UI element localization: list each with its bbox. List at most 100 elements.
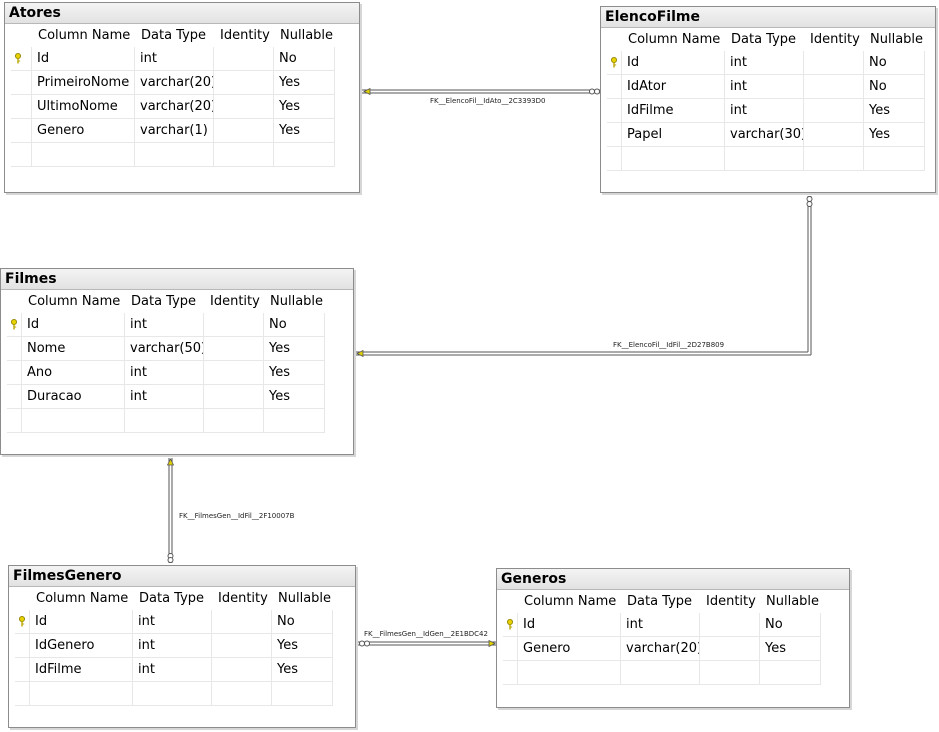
cell-nullable[interactable]: No xyxy=(274,47,335,71)
cell-data-type[interactable] xyxy=(133,682,212,706)
row-selector[interactable] xyxy=(15,682,30,706)
cell-column-name[interactable]: IdGenero xyxy=(30,634,133,658)
cell-nullable[interactable]: Yes xyxy=(264,337,325,361)
rel-filmes-filmesgenero[interactable] xyxy=(166,458,175,563)
row-selector[interactable] xyxy=(7,313,22,337)
cell-identity[interactable] xyxy=(214,143,274,167)
cell-nullable[interactable] xyxy=(864,147,925,171)
cell-identity[interactable] xyxy=(212,682,272,706)
row-selector[interactable] xyxy=(7,361,22,385)
cell-nullable[interactable]: No xyxy=(864,75,925,99)
cell-column-name[interactable]: Id xyxy=(622,51,725,75)
row-selector[interactable] xyxy=(503,613,518,637)
cell-column-name[interactable]: Papel xyxy=(622,123,725,147)
cell-identity[interactable] xyxy=(212,634,272,658)
cell-data-type[interactable]: int xyxy=(125,313,204,337)
cell-nullable[interactable] xyxy=(760,661,821,685)
row-selector[interactable] xyxy=(503,661,518,685)
cell-column-name[interactable]: PrimeiroNome xyxy=(32,71,135,95)
table-title[interactable]: Filmes xyxy=(1,269,353,290)
row-selector[interactable] xyxy=(607,75,622,99)
cell-data-type[interactable]: int xyxy=(725,75,804,99)
table-title[interactable]: Atores xyxy=(5,3,359,24)
cell-column-name[interactable]: Duracao xyxy=(22,385,125,409)
cell-column-name[interactable]: Id xyxy=(30,610,133,634)
cell-data-type[interactable]: int xyxy=(621,613,700,637)
table-title[interactable]: ElencoFilme xyxy=(601,7,935,28)
cell-identity[interactable] xyxy=(212,610,272,634)
cell-identity[interactable] xyxy=(214,95,274,119)
row-selector[interactable] xyxy=(7,337,22,361)
cell-column-name[interactable] xyxy=(30,682,133,706)
cell-data-type[interactable]: int xyxy=(133,634,212,658)
cell-nullable[interactable]: Yes xyxy=(272,658,333,682)
cell-column-name[interactable]: IdFilme xyxy=(622,99,725,123)
row-selector[interactable] xyxy=(11,143,32,167)
cell-identity[interactable] xyxy=(804,99,864,123)
cell-data-type[interactable]: int xyxy=(125,385,204,409)
cell-identity[interactable] xyxy=(204,313,264,337)
rel-elenco-filmes[interactable] xyxy=(356,196,813,358)
cell-data-type[interactable]: int xyxy=(725,99,804,123)
cell-identity[interactable] xyxy=(214,71,274,95)
cell-column-name[interactable]: Id xyxy=(32,47,135,71)
cell-data-type[interactable] xyxy=(125,409,204,433)
cell-data-type[interactable]: varchar(20) xyxy=(621,637,700,661)
cell-identity[interactable] xyxy=(804,147,864,171)
cell-column-name[interactable]: Id xyxy=(518,613,621,637)
cell-nullable[interactable]: Yes xyxy=(264,361,325,385)
cell-data-type[interactable]: varchar(30) xyxy=(725,123,804,147)
cell-identity[interactable] xyxy=(214,47,274,71)
cell-data-type[interactable]: int xyxy=(133,658,212,682)
cell-identity[interactable] xyxy=(204,337,264,361)
table-title[interactable]: FilmesGenero xyxy=(9,566,355,587)
table-row[interactable] xyxy=(11,143,335,167)
row-selector[interactable] xyxy=(607,123,622,147)
cell-column-name[interactable]: Id xyxy=(22,313,125,337)
cell-identity[interactable] xyxy=(700,613,760,637)
row-selector[interactable] xyxy=(607,51,622,75)
cell-column-name[interactable] xyxy=(622,147,725,171)
cell-identity[interactable] xyxy=(212,658,272,682)
cell-nullable[interactable]: Yes xyxy=(760,637,821,661)
cell-data-type[interactable] xyxy=(725,147,804,171)
cell-column-name[interactable] xyxy=(518,661,621,685)
row-selector[interactable] xyxy=(11,119,32,143)
cell-data-type[interactable] xyxy=(621,661,700,685)
cell-nullable[interactable]: Yes xyxy=(864,99,925,123)
cell-column-name[interactable] xyxy=(32,143,135,167)
cell-identity[interactable] xyxy=(804,75,864,99)
cell-identity[interactable] xyxy=(204,409,264,433)
rel-filmesgenero-generos[interactable] xyxy=(358,639,496,648)
cell-identity[interactable] xyxy=(204,361,264,385)
cell-nullable[interactable]: No xyxy=(272,610,333,634)
cell-nullable[interactable] xyxy=(274,143,335,167)
row-selector[interactable] xyxy=(503,637,518,661)
cell-nullable[interactable]: No xyxy=(760,613,821,637)
table-row[interactable] xyxy=(607,147,925,171)
cell-identity[interactable] xyxy=(804,123,864,147)
row-selector[interactable] xyxy=(607,147,622,171)
table-title[interactable]: Generos xyxy=(497,569,849,590)
cell-identity[interactable] xyxy=(204,385,264,409)
cell-data-type[interactable]: int xyxy=(133,610,212,634)
cell-column-name[interactable]: Genero xyxy=(518,637,621,661)
cell-identity[interactable] xyxy=(700,637,760,661)
table-row[interactable] xyxy=(7,409,325,433)
cell-nullable[interactable]: Yes xyxy=(274,95,335,119)
cell-identity[interactable] xyxy=(804,51,864,75)
row-selector[interactable] xyxy=(11,47,32,71)
cell-nullable[interactable]: No xyxy=(864,51,925,75)
